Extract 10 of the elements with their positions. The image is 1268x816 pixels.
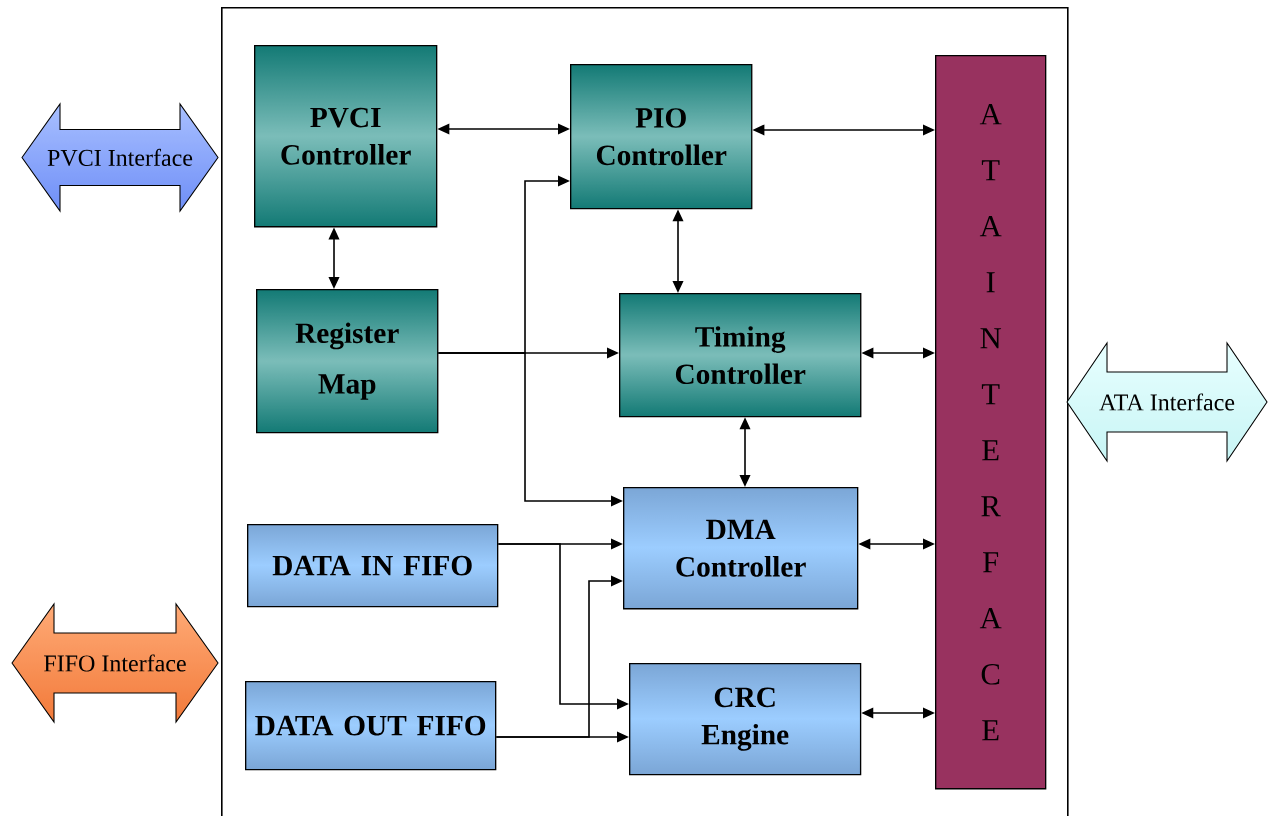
block-box: PVCI Controller <box>254 45 438 228</box>
block-box: DMA Controller <box>623 487 859 610</box>
interface-bar: ATA INTERFACE <box>935 55 1047 790</box>
block-box: PIO Controller <box>570 64 753 210</box>
block-box: DATA OUT FIFO <box>245 681 497 771</box>
frame-box <box>221 7 1069 816</box>
block-box: Register Map <box>256 289 439 434</box>
block-box: CRC Engine <box>629 663 862 776</box>
block-box: Timing Controller <box>619 293 862 418</box>
block-box: DATA IN FIFO <box>247 524 499 608</box>
